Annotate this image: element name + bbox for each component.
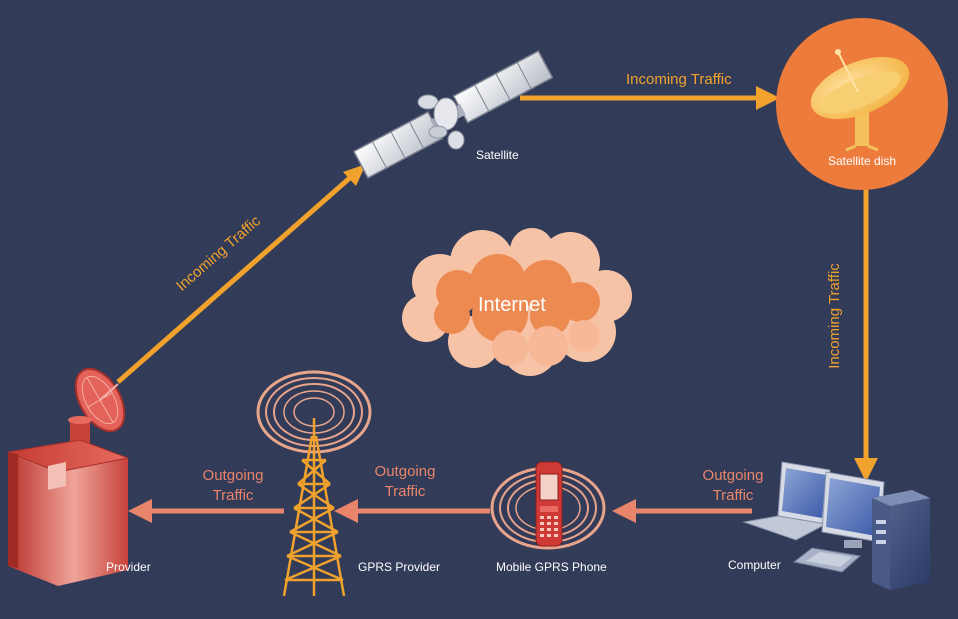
computer-icon	[742, 461, 930, 590]
computer-to-phone-label: Outgoing Traffic	[702, 467, 764, 504]
dish-to-computer-label: Incoming Traffic	[825, 263, 843, 369]
satellite-dish-icon	[776, 18, 948, 190]
provider-label: Provider	[106, 560, 151, 574]
phone-to-gprs-label: Outgoing Traffic	[374, 463, 436, 500]
mobile-phone-label: Mobile GPRS Phone	[496, 560, 607, 574]
satellite-icon	[352, 50, 554, 179]
internet-label: Internet	[478, 294, 546, 316]
connector-provider-to-satellite	[116, 164, 366, 384]
satellite-to-dish-label: Incoming Traffic	[626, 71, 732, 88]
internet-cloud-icon	[402, 228, 632, 376]
gprs-to-provider-label: Outgoing Traffic	[202, 467, 264, 504]
connector-dish-to-computer	[854, 180, 878, 482]
connector-phone-to-gprs	[334, 499, 490, 523]
connector-satellite-to-dish	[520, 86, 780, 110]
computer-label: Computer	[728, 558, 781, 572]
connector-computer-to-phone	[612, 499, 752, 523]
satellite-dish-label: Satellite dish	[828, 154, 897, 168]
gprs-tower-icon	[256, 370, 372, 597]
provider-icon	[6, 367, 130, 586]
connector-gprs-to-provider	[128, 499, 284, 523]
mobile-phone-icon	[490, 461, 606, 550]
satellite-label: Satellite	[476, 148, 519, 162]
gprs-provider-label: GPRS Provider	[358, 560, 441, 574]
